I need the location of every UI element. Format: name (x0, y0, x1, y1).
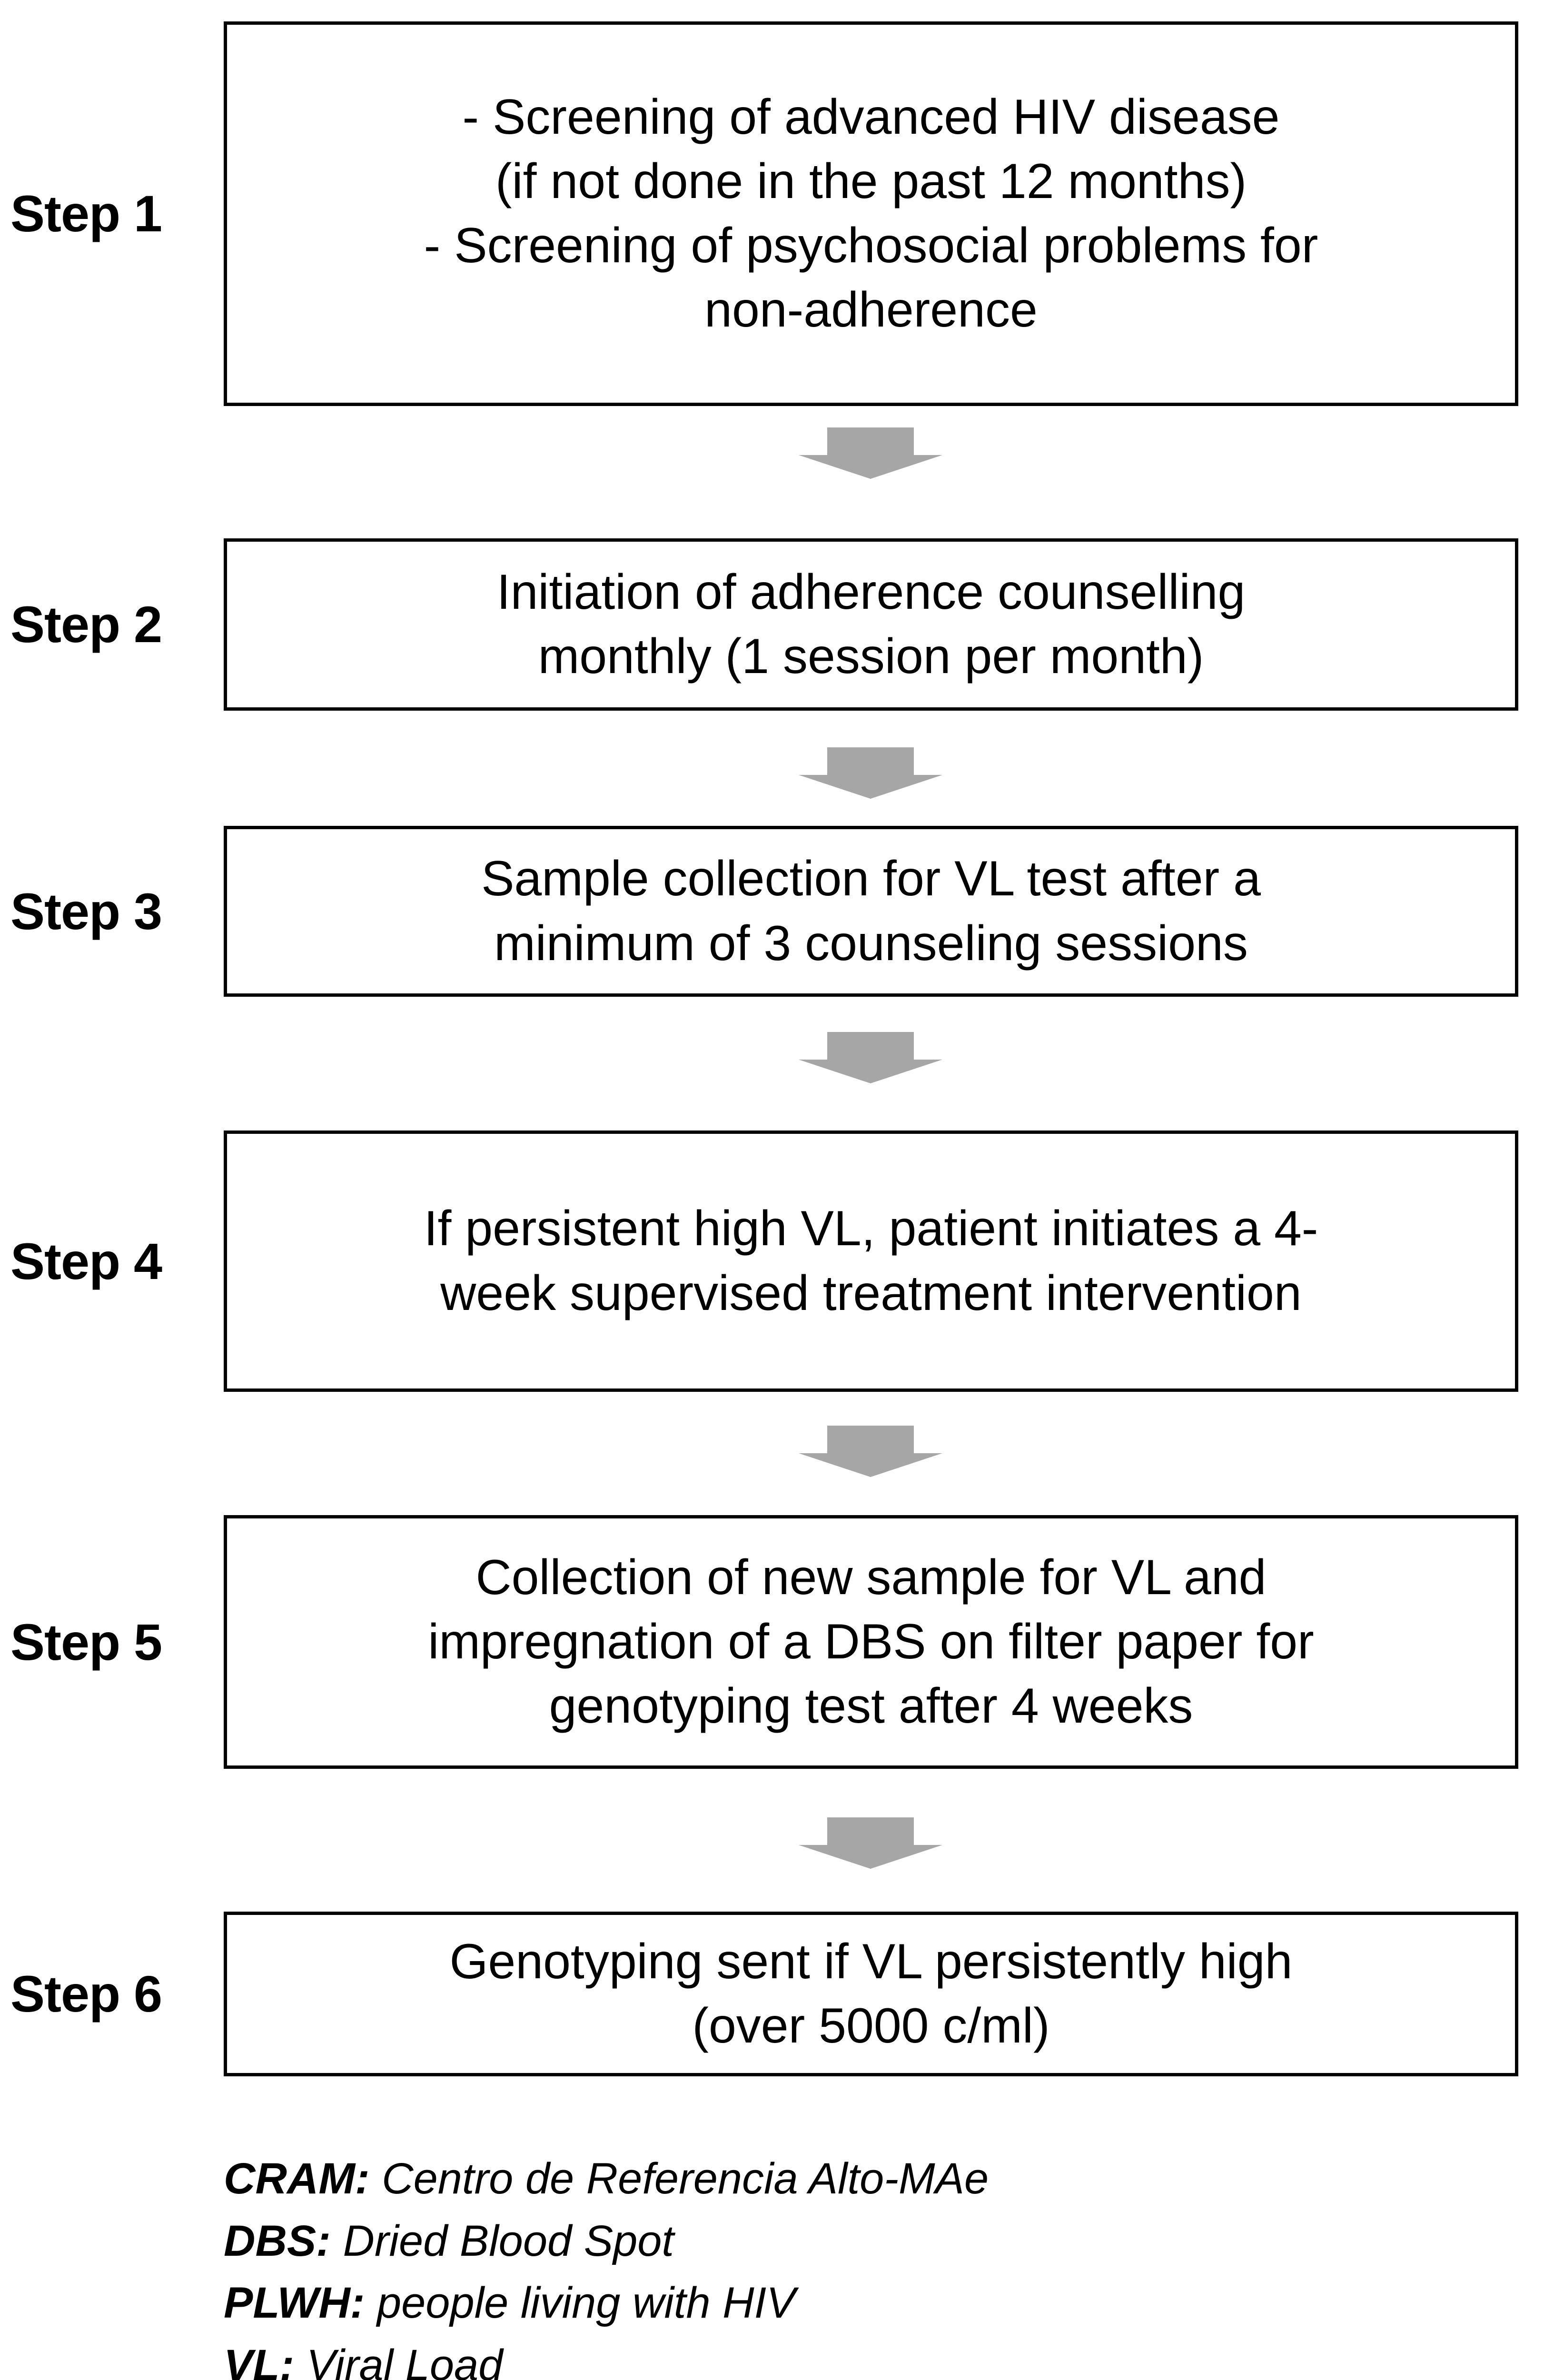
step-box-5[interactable]: Collection of new sample for VL and impr… (224, 1515, 1518, 1769)
step-box-2[interactable]: Initiation of adherence counselling mont… (224, 538, 1518, 711)
step-text-3: Sample collection for VL test after a mi… (481, 851, 1261, 971)
legend-item: DBS: Dried Blood Spot (224, 2210, 1366, 2272)
down-arrow-glyph-3 (799, 1032, 942, 1083)
flow-row-step-2: Step 2 Initiation of adherence counselli… (0, 538, 1544, 711)
down-arrow-glyph-2 (799, 747, 942, 799)
flow-row-step-5: Step 5 Collection of new sample for VL a… (0, 1515, 1544, 1769)
step-label-3: Step 3 (10, 882, 162, 940)
step-text-1: - Screening of advanced HIV disease (if … (424, 89, 1318, 338)
down-arrow-icon-1 (799, 427, 942, 479)
legend-abbr: VL: (224, 2340, 295, 2380)
step-text-5: Collection of new sample for VL and impr… (428, 1549, 1314, 1734)
down-arrow-glyph-5 (799, 1817, 942, 1869)
step-text-6: Genotyping sent if VL persistently high … (449, 1934, 1293, 2053)
flow-row-step-3: Step 3 Sample collection for VL test aft… (0, 826, 1544, 997)
step-box-4[interactable]: If persistent high VL, patient initiates… (224, 1130, 1518, 1392)
step-box-1[interactable]: - Screening of advanced HIV disease (if … (224, 21, 1518, 406)
step-label-4: Step 4 (10, 1232, 162, 1290)
legend-definition: people living with HIV (376, 2279, 796, 2328)
legend-abbr: DBS: (224, 2216, 331, 2265)
down-arrow-glyph-4 (799, 1426, 942, 1477)
legend-item: CRAM: Centro de Referencia Alto-MAe (224, 2148, 1366, 2210)
step-text-2: Initiation of adherence counselling mont… (496, 564, 1246, 684)
flow-row-step-1: Step 1 - Screening of advanced HIV disea… (0, 21, 1544, 406)
legend-item: PLWH: people living with HIV (224, 2272, 1366, 2334)
legend-item: VL: Viral Load (224, 2334, 1366, 2380)
step-box-3[interactable]: Sample collection for VL test after a mi… (224, 826, 1518, 997)
abbreviation-legend: CRAM: Centro de Referencia Alto-MAe DBS:… (224, 2148, 1366, 2380)
down-arrow-icon-2 (799, 747, 942, 799)
legend-definition: Dried Blood Spot (343, 2216, 674, 2265)
flow-row-step-6: Step 6 Genotyping sent if VL persistentl… (0, 1912, 1544, 2076)
flow-row-step-4: Step 4 If persistent high VL, patient in… (0, 1130, 1544, 1392)
step-label-1: Step 1 (10, 185, 162, 243)
step-text-4: If persistent high VL, patient initiates… (424, 1201, 1318, 1321)
step-label-6: Step 6 (10, 1965, 162, 2023)
step-label-5: Step 5 (10, 1613, 162, 1671)
legend-definition: Viral Load (306, 2340, 503, 2380)
step-label-2: Step 2 (10, 595, 162, 654)
legend-abbr: CRAM: (224, 2154, 370, 2203)
step-box-6[interactable]: Genotyping sent if VL persistently high … (224, 1912, 1518, 2076)
legend-definition: Centro de Referencia Alto-MAe (382, 2154, 989, 2203)
legend-abbr: PLWH: (224, 2279, 365, 2328)
down-arrow-glyph-1 (799, 427, 942, 479)
down-arrow-icon-5 (799, 1817, 942, 1869)
down-arrow-icon-3 (799, 1032, 942, 1083)
down-arrow-icon-4 (799, 1426, 942, 1477)
